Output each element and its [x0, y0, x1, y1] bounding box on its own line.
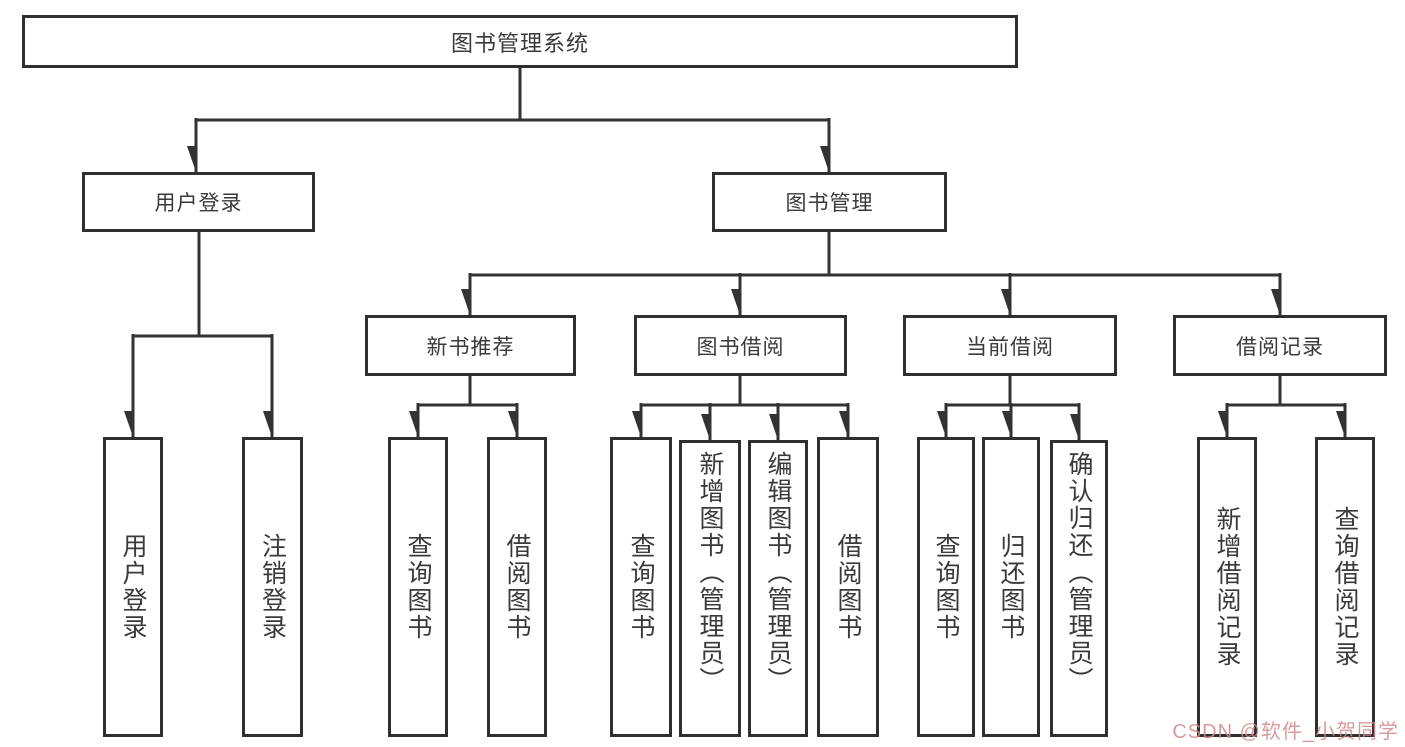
leaf-label: 查询图书	[932, 533, 960, 641]
node-user-login-branch: 用户登录	[82, 172, 315, 232]
leaf-query-books-3: 查询图书	[917, 437, 975, 737]
leaf-add-books-admin: 新增图书（管理员）	[679, 440, 741, 737]
node-book-management-branch: 图书管理	[712, 172, 947, 232]
node-book-borrowing: 图书借阅	[634, 315, 847, 376]
node-label: 当前借阅	[966, 335, 1054, 359]
leaf-borrow-books-1: 借阅图书	[487, 437, 547, 737]
node-label: 新书推荐	[426, 335, 515, 359]
leaf-logout: 注销登录	[242, 437, 303, 737]
leaf-query-books-1: 查询图书	[388, 437, 448, 737]
node-new-book-recommend: 新书推荐	[365, 315, 576, 376]
leaf-label: 借阅图书	[834, 533, 862, 641]
leaf-add-borrow-record: 新增借阅记录	[1197, 437, 1257, 737]
node-label: 图书管理	[785, 192, 874, 215]
leaf-user-login: 用户登录	[103, 437, 163, 737]
csdn-watermark: CSDN @软件_小贺同学	[1172, 721, 1399, 743]
leaf-label: 查询图书	[404, 533, 432, 641]
leaf-edit-books-admin: 编辑图书（管理员）	[748, 440, 808, 737]
leaf-label: 注销登录	[258, 533, 287, 641]
node-label: 用户登录	[154, 192, 243, 215]
leaf-confirm-return-admin: 确认归还（管理员）	[1050, 440, 1108, 737]
leaf-label: 新增图书（管理员）	[696, 451, 724, 694]
leaf-label: 借阅图书	[503, 533, 531, 641]
leaf-label: 确认归还（管理员）	[1065, 451, 1093, 694]
node-label: 图书管理系统	[450, 30, 589, 56]
node-current-borrowing: 当前借阅	[903, 315, 1117, 376]
node-label: 图书借阅	[696, 335, 785, 359]
leaf-label: 编辑图书（管理员）	[764, 451, 792, 694]
leaf-return-books: 归还图书	[982, 437, 1040, 737]
leaf-label: 用户登录	[119, 533, 147, 641]
node-system-root: 图书管理系统	[22, 15, 1018, 68]
leaf-label: 新增借阅记录	[1213, 506, 1241, 668]
leaf-borrow-books-2: 借阅图书	[817, 437, 879, 737]
node-label: 借阅记录	[1236, 335, 1324, 359]
node-borrowing-records: 借阅记录	[1173, 315, 1387, 376]
leaf-query-books-2: 查询图书	[610, 437, 672, 737]
leaf-label: 归还图书	[997, 533, 1025, 641]
leaf-query-borrow-record: 查询借阅记录	[1315, 437, 1375, 737]
leaf-label: 查询借阅记录	[1331, 506, 1359, 668]
leaf-label: 查询图书	[627, 533, 655, 641]
